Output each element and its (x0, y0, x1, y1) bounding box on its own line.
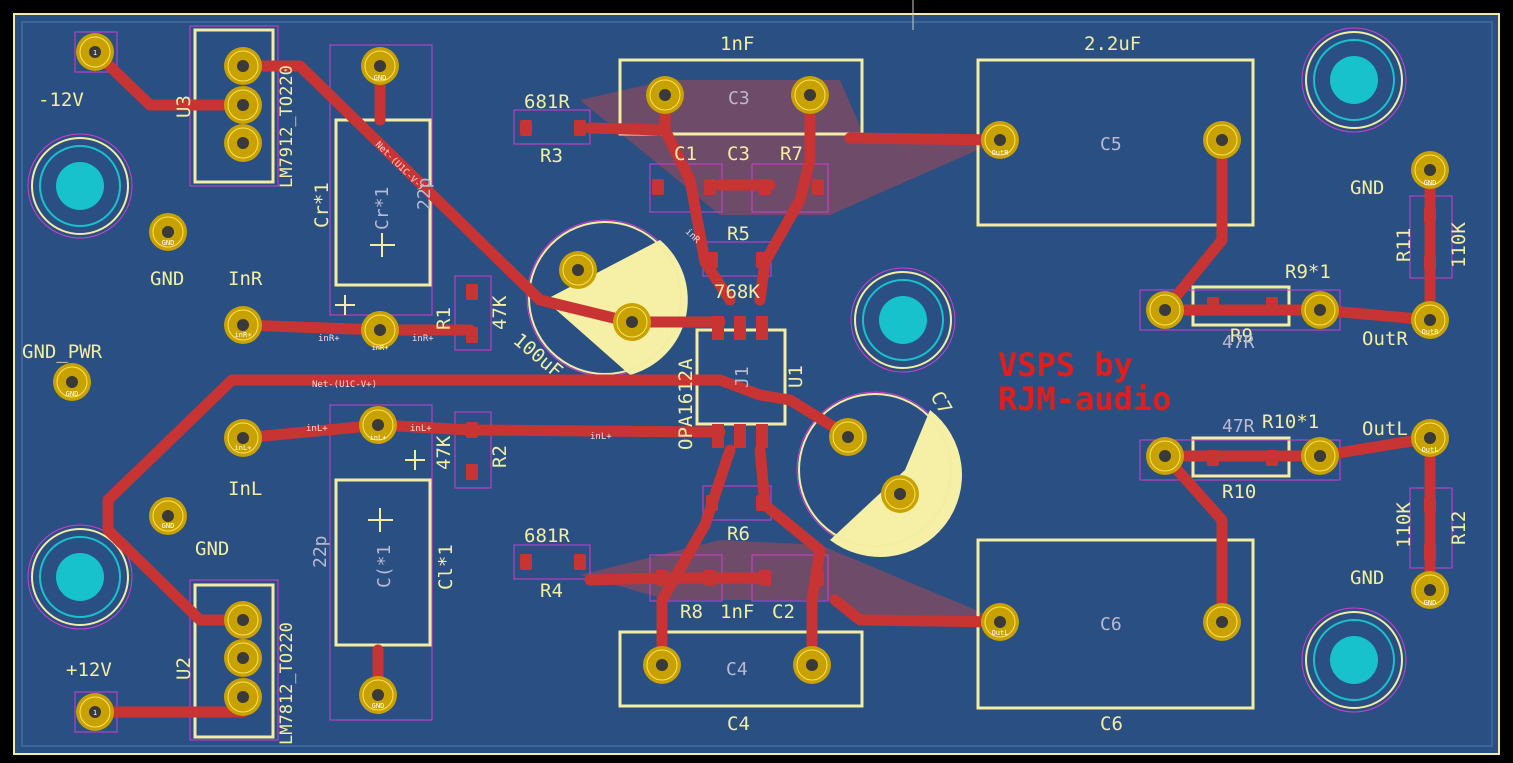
r3-ref: R3 (540, 145, 563, 167)
polarity-markers (335, 233, 425, 532)
c4-ref: C4 (727, 713, 750, 735)
label-outl: OutL (1362, 418, 1408, 440)
cl-fab: C(*1 (374, 545, 395, 588)
pad-label: inR+ (235, 331, 252, 339)
silkscreen-text: -12V +12V GND GND GND_PWR InR InL GND GN… (22, 33, 1470, 745)
label-inl: InL (228, 478, 262, 500)
c5-fab: C5 (1100, 134, 1122, 155)
cr-fab: Cr*1 (372, 187, 393, 230)
c3-value: 1nF (720, 33, 754, 55)
traces (89, 46, 1436, 718)
r6-ref: R6 (727, 523, 750, 545)
r9-star-ref: R9*1 (1285, 261, 1331, 283)
pad-label: inL+ (235, 444, 252, 452)
r12-ref: R12 (1448, 511, 1470, 545)
c6-fab: C6 (1100, 614, 1122, 635)
r8-ref: R8 (680, 601, 703, 623)
pad-label: GND (374, 74, 387, 82)
r7-ref: R7 (780, 143, 803, 165)
net-label-inl: inL+ (306, 424, 328, 434)
pad-label: GND (372, 702, 385, 710)
board-title-line1: VSPS by (998, 346, 1133, 384)
label-plus12v: +12V (66, 659, 112, 681)
c2-ref: C2 (772, 601, 795, 623)
u2-package: LM7812_TO220 (277, 622, 297, 745)
r10-ref: R10 (1222, 481, 1256, 503)
pad-label: 1 (93, 709, 97, 717)
label-gnd: GND (195, 538, 229, 560)
pad-label: GND (1424, 599, 1437, 607)
c6-ref: C6 (1100, 713, 1123, 735)
cl-value: 22p (310, 535, 331, 568)
pad-label: OutR (1422, 328, 1440, 336)
u3-package: LM7912_TO220 (277, 65, 297, 188)
cl-ref: Cl*1 (435, 544, 457, 590)
r4-ref: R4 (540, 580, 563, 602)
c1-ref: C1 (674, 143, 697, 165)
c4-value: 1nF (720, 601, 754, 623)
pad-label: inR+ (372, 344, 389, 352)
label-inr: InR (228, 268, 263, 290)
c5-value: 2.2uF (1084, 33, 1141, 55)
r2-value: 47K (433, 435, 455, 470)
label-gnd: GND (150, 268, 184, 290)
pad-label: inL+ (370, 434, 387, 442)
pad-label: OutR (992, 149, 1010, 157)
u3-ref: U3 (173, 95, 195, 118)
pad-label: GND (66, 390, 79, 398)
mounting-holes (31, 31, 1403, 709)
r3-value: 681R (524, 91, 570, 113)
r9-value: 47R (1222, 332, 1255, 353)
label-outr: OutR (1362, 328, 1408, 350)
pad-label: GND (1424, 179, 1437, 187)
c4-fab: C4 (726, 659, 748, 680)
pad-label: OutL (992, 629, 1009, 637)
board-title-line2: RJM-audio (998, 380, 1171, 418)
r11-ref: R11 (1393, 228, 1415, 262)
c3-fab: C3 (728, 88, 750, 109)
pad-label: GND (162, 522, 175, 530)
j1-ref: J1 (732, 366, 753, 388)
r5-value: 768K (714, 281, 760, 303)
label-minus12v: -12V (38, 89, 84, 111)
r10-value: 47R (1222, 416, 1255, 437)
smd-pads (466, 120, 1436, 586)
r1-ref: R1 (433, 307, 455, 330)
label-gnd: GND (1350, 567, 1384, 589)
r10-star-ref: R10*1 (1262, 411, 1319, 433)
u1-package: OPA1612A (675, 358, 697, 450)
r1-value: 47K (489, 295, 511, 330)
r2-ref: R2 (489, 445, 511, 468)
net-label-vplus: Net-(U1C-V+) (312, 380, 377, 390)
net-label-inr: inR+ (318, 334, 340, 344)
r5-ref: R5 (727, 223, 750, 245)
cr-value: 22p (414, 177, 435, 210)
r11-value: 110K (1448, 222, 1470, 268)
r9-ref: R9 (1230, 325, 1253, 347)
label-gnd: GND (1350, 177, 1384, 199)
pad-label: GND (162, 239, 175, 247)
cr-ref: Cr*1 (311, 182, 333, 228)
net-label-inl: inL+ (410, 424, 432, 434)
pad-label: OutL (1422, 446, 1439, 454)
u2-ref: U2 (173, 657, 195, 680)
c3-ref: C3 (727, 143, 750, 165)
net-label-inl: inL+ (590, 432, 612, 442)
r4-value: 681R (524, 525, 570, 547)
r12-value: 110K (1393, 502, 1415, 548)
pad-label: 1 (93, 49, 97, 57)
net-label-inr: inR+ (412, 334, 434, 344)
u1-ref: U1 (785, 365, 807, 388)
label-gnd-pwr: GND_PWR (22, 341, 103, 363)
